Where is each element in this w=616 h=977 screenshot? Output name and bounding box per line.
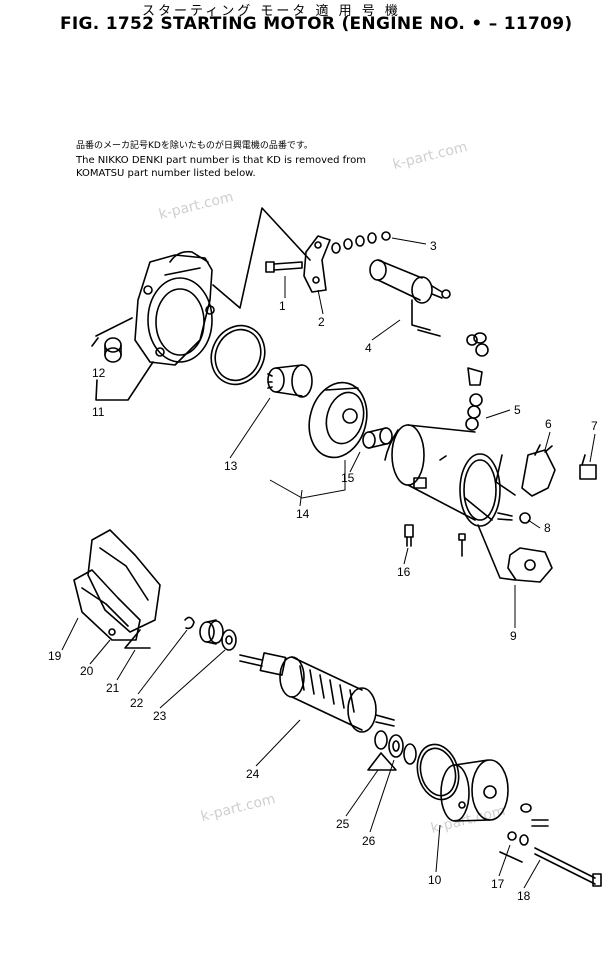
callout-20: 20 xyxy=(80,664,94,678)
callout-16: 16 xyxy=(397,565,411,579)
shift-fork xyxy=(73,529,161,641)
callout-12: 12 xyxy=(92,366,106,380)
shift-lever xyxy=(303,235,331,293)
yoke xyxy=(384,424,501,527)
gasket-ring xyxy=(210,324,266,386)
screw xyxy=(404,524,414,547)
sleeve xyxy=(362,427,393,449)
thrust-washer xyxy=(221,629,237,651)
callout-5: 5 xyxy=(514,403,521,417)
drive-housing xyxy=(134,250,215,366)
brush xyxy=(579,454,597,480)
callout-15: 15 xyxy=(341,471,355,485)
callout-3: 3 xyxy=(430,239,437,253)
callout-9: 9 xyxy=(510,629,517,643)
callout-8: 8 xyxy=(544,521,551,535)
callout-labels: 1 2 3 4 5 6 7 8 9 10 11 12 13 14 15 16 1… xyxy=(48,239,598,903)
callout-17: 17 xyxy=(491,877,505,891)
callout-26: 26 xyxy=(362,834,376,848)
callout-23: 23 xyxy=(153,709,167,723)
bolt-8 xyxy=(497,512,531,524)
figure-title: FIG. 1752 STARTING MOTOR (ENGINE NO. • –… xyxy=(60,14,573,34)
japanese-title: スターティング モータ 適 用 号 機 xyxy=(142,4,401,19)
through-bolt-parts xyxy=(507,803,602,887)
pinion-clutch xyxy=(267,364,313,398)
bushing xyxy=(104,337,122,363)
callout-25: 25 xyxy=(336,817,350,831)
rear-cover xyxy=(440,759,509,822)
callout-10: 10 xyxy=(428,873,442,887)
note-line-2: KOMATSU part number listed below. xyxy=(76,168,256,179)
callout-4: 4 xyxy=(365,341,372,355)
snap-ring xyxy=(184,616,195,630)
magnetic-switch xyxy=(369,259,478,346)
center-bracket xyxy=(308,381,368,459)
callout-7: 7 xyxy=(591,419,598,433)
brush-bracket xyxy=(507,547,553,583)
callout-22: 22 xyxy=(130,696,144,710)
armature xyxy=(239,652,395,733)
callout-1: 1 xyxy=(279,299,286,313)
lever-bolt xyxy=(265,261,303,273)
callout-19: 19 xyxy=(48,649,62,663)
callout-6: 6 xyxy=(545,417,552,431)
washer-column xyxy=(465,332,489,431)
washers-25-26 xyxy=(374,730,417,765)
bearing xyxy=(199,619,224,645)
o-ring xyxy=(416,743,460,801)
callout-18: 18 xyxy=(517,889,531,903)
callout-13: 13 xyxy=(224,459,238,473)
washer-stack xyxy=(331,231,391,254)
brush-holder xyxy=(521,444,556,497)
callout-2: 2 xyxy=(318,315,325,329)
callout-21: 21 xyxy=(106,681,120,695)
callout-24: 24 xyxy=(246,767,260,781)
callout-14: 14 xyxy=(296,507,310,521)
note-line-1: The NIKKO DENKI part number is that KD i… xyxy=(76,155,366,166)
callout-11: 11 xyxy=(92,405,105,419)
note-japanese: 品番のメーカ記号KDを除いたものが日興電機の品番です。 xyxy=(76,141,313,151)
